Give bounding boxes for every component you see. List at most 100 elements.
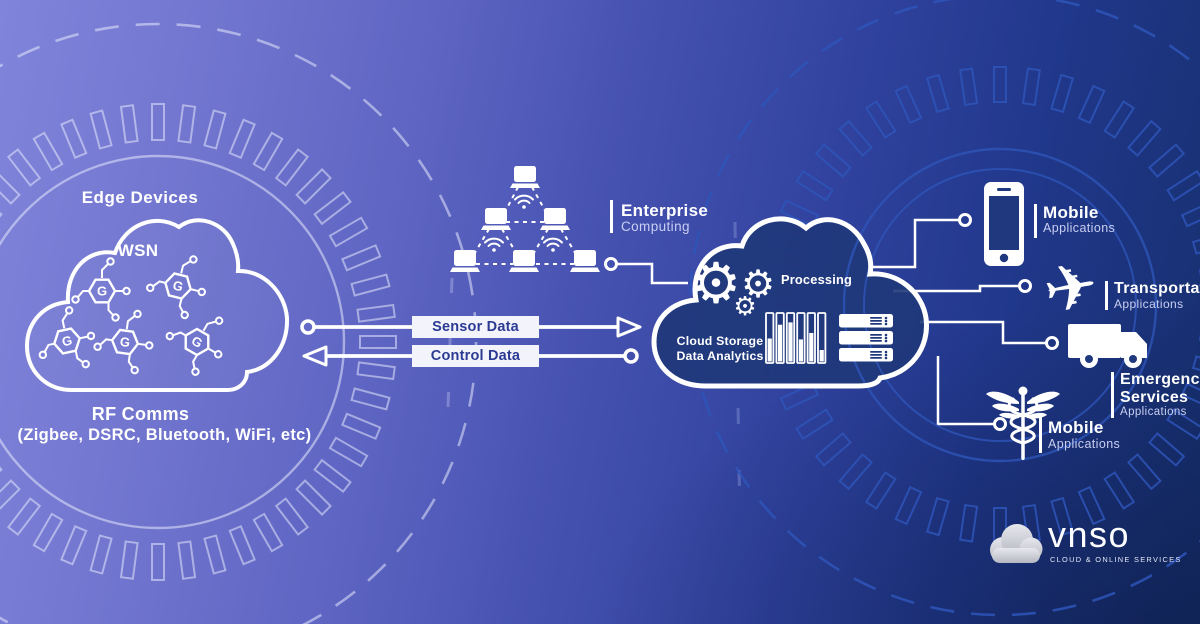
control-data-label: Control Data — [412, 345, 539, 367]
label-divider — [1111, 372, 1114, 418]
sensor-flow-origin-dot — [300, 319, 316, 335]
smartphone-icon — [984, 182, 1024, 266]
wifi-icon — [484, 237, 504, 253]
bar-fill — [767, 338, 772, 362]
enterprise-connector-dot — [604, 257, 618, 271]
mobile-connector-dot — [958, 213, 972, 227]
decor-tick — [1180, 199, 1200, 228]
laptop-icon — [481, 208, 511, 230]
decor-tick — [341, 244, 382, 272]
transportation-connector-dot — [1018, 279, 1032, 293]
decor-tick — [894, 84, 923, 125]
emergency-connector — [920, 320, 1046, 345]
decor-tick — [60, 118, 88, 159]
laptop-icon — [540, 208, 570, 230]
decor-tick — [894, 485, 923, 526]
sensor-flow-arrowhead — [616, 316, 642, 338]
gear-icon: ⚙ — [741, 262, 775, 306]
decor-tick — [959, 67, 979, 107]
decor-tick — [177, 104, 197, 144]
processing-label: Processing — [781, 272, 852, 287]
decor-rings-left — [0, 22, 742, 624]
wifi-icon — [514, 194, 534, 210]
decor-tick — [1166, 169, 1200, 202]
emergency-subtitle: Applications — [1120, 406, 1187, 418]
decor-tick — [295, 479, 332, 516]
decor-dash-line-1 — [446, 277, 454, 409]
bar-fill — [819, 350, 824, 362]
decor-tick — [151, 103, 165, 141]
airplane-icon: ✈ — [1038, 248, 1104, 330]
control-flow-arrowhead — [302, 345, 328, 367]
label-divider — [610, 200, 613, 233]
edge-cloud-outline — [24, 218, 290, 392]
control-flow-origin-dot — [623, 348, 639, 364]
decor-tick — [356, 303, 396, 323]
wifi-icon — [543, 237, 563, 253]
transportation-subtitle: Applications — [1114, 297, 1184, 311]
decor-tick — [0, 168, 21, 205]
medical-mobile-title: Mobile — [1048, 418, 1104, 437]
decor-tick — [350, 273, 391, 297]
decor-tick — [993, 66, 1007, 103]
decor-tick — [6, 148, 42, 187]
bar-chart-icon — [765, 312, 827, 364]
enterprise-connector — [617, 262, 688, 285]
decor-tick — [0, 190, 3, 226]
laptop-icon — [510, 166, 540, 188]
decor-tick — [1077, 84, 1106, 125]
network-dashed-links — [472, 186, 578, 265]
bar-fill — [788, 322, 793, 362]
edge-devices-title: Edge Devices — [81, 188, 199, 207]
bar-outline — [775, 312, 785, 364]
decor-tick — [925, 496, 950, 537]
decor-tick — [252, 131, 284, 172]
decor-tick — [0, 458, 3, 494]
bar-outline — [796, 312, 806, 364]
decor-tick — [203, 109, 227, 150]
label-divider — [1105, 281, 1108, 310]
decor-tick — [1148, 143, 1186, 179]
decor-tick — [779, 382, 820, 411]
decor-tick — [838, 119, 874, 157]
decor-tick — [151, 543, 165, 581]
mobile-connector — [872, 218, 959, 269]
decor-tick — [925, 73, 950, 114]
decor-tick — [274, 497, 310, 536]
decor-tick — [959, 503, 979, 543]
bar-outline — [785, 312, 796, 364]
decor-tick — [1166, 408, 1200, 441]
rf-comms-title: RF Comms — [91, 404, 190, 424]
truck-icon — [1068, 324, 1147, 368]
decor-tick — [838, 453, 874, 491]
decor-tick — [274, 148, 310, 187]
mobile-title: Mobile — [1043, 203, 1099, 222]
connector-lines — [617, 218, 1046, 426]
decor-tick — [32, 512, 64, 553]
decor-tick — [1126, 119, 1162, 157]
decor-tick — [203, 534, 227, 575]
decor-tick — [6, 497, 42, 536]
decor-tick — [356, 361, 396, 381]
decor-dashed-circle-left — [0, 22, 478, 624]
bar-outline — [765, 312, 775, 364]
decor-tick — [1191, 355, 1200, 380]
logo-name: vnso — [1048, 514, 1131, 555]
transportation-connector — [893, 284, 1019, 293]
decor-tick — [119, 540, 139, 580]
decor-tick — [864, 100, 897, 139]
gear-icon: ⚙ — [691, 252, 741, 317]
medical-connector-dot — [993, 417, 1007, 431]
decor-tick — [328, 216, 369, 248]
bar-outline — [806, 312, 816, 364]
edge-cloud — [24, 218, 290, 392]
data-analytics-label: Data Analytics — [676, 349, 764, 363]
emergency-title-line2: Services — [1120, 389, 1189, 406]
medical-connector — [936, 356, 994, 426]
decor-tick — [119, 104, 139, 144]
logo-cloud-icon — [990, 524, 1043, 563]
processing-gears: ⚙ ⚙ ⚙ — [691, 252, 775, 323]
decor-tick — [0, 479, 21, 516]
